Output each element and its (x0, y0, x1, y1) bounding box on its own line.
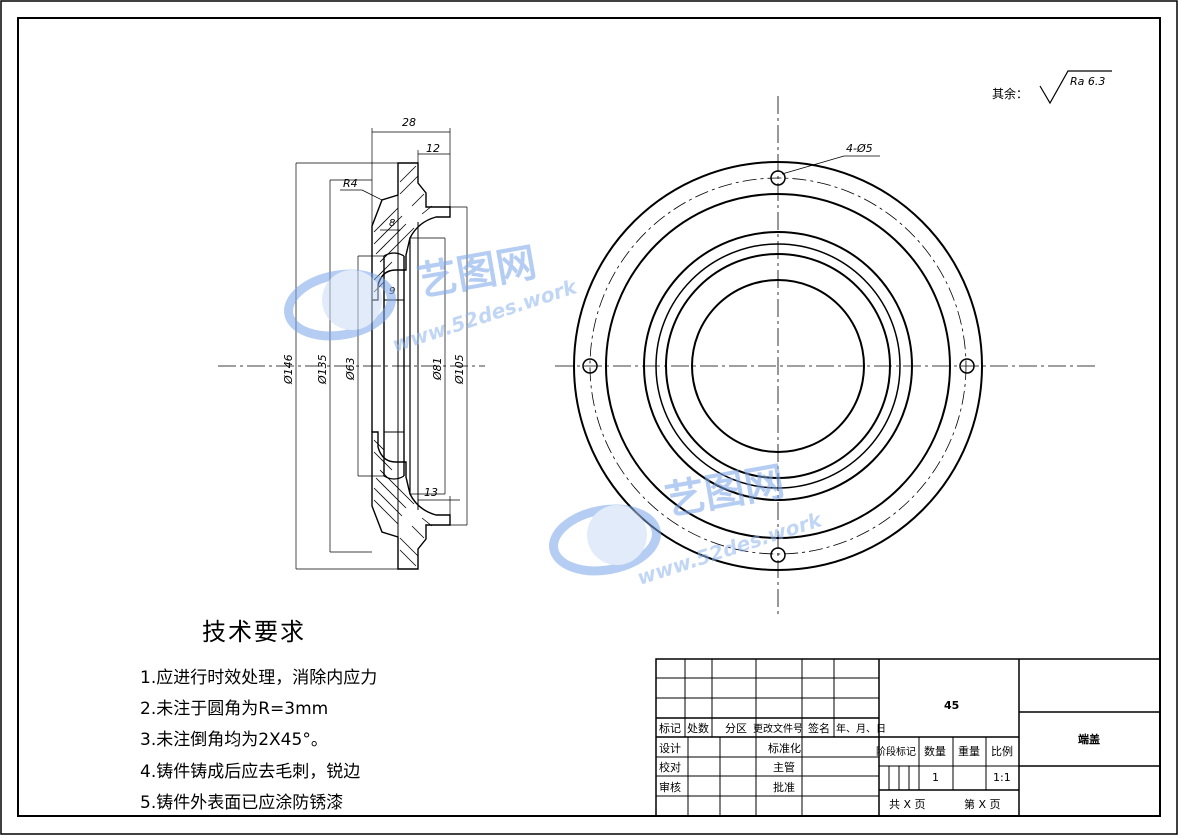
dim-holes: 4-Ø5 (846, 142, 873, 155)
scale: 1:1 (993, 771, 1011, 784)
sheet-no: 第 X 页 (964, 797, 1001, 811)
tech-requirement-1: 1.应进行时效处理，消除内应力 (140, 668, 378, 688)
rev-header-3: 更改文件号 (753, 722, 803, 735)
tech-requirement-3: 3.未注倒角均为2X45°。 (140, 730, 328, 750)
sheets-total: 共 X 页 (889, 798, 926, 811)
dim-12: 12 (426, 142, 440, 155)
role-design: 设计 (659, 742, 681, 755)
role-review: 审核 (659, 780, 681, 794)
bolt-circle (589, 177, 967, 555)
stage-header-3: 比例 (991, 744, 1013, 758)
circle-81 (665, 253, 891, 479)
rev-header-5: 年、月、日 (836, 722, 886, 735)
hole-left (582, 358, 598, 374)
front-view (555, 96, 1098, 615)
roughness-label: 其余： (992, 86, 1028, 101)
role-standard: 标准化 (768, 741, 801, 755)
title-block-text: 标记 处数 分区 更改文件号 签名 年、月、日 设计 校对 审核 标准化 主管 … (659, 699, 1100, 811)
tech-requirement-5: 5.铸件外表面已应涂防锈漆 (140, 793, 344, 813)
dim-dia-63: Ø63 (344, 357, 357, 381)
stage-header-0: 阶段标记 (876, 745, 916, 758)
stage-header-2: 重量 (958, 744, 980, 758)
material: 45 (944, 699, 959, 712)
dim-8: 8 (389, 218, 395, 229)
rev-header-4: 签名 (808, 721, 830, 735)
dim-r4: R4 (343, 177, 358, 190)
roughness-value: Ra 6.3 (1070, 75, 1105, 88)
circle-63 (691, 279, 865, 453)
dim-dia-146: Ø146 (282, 354, 295, 385)
watermark-brand-2: 艺图网 (662, 459, 788, 525)
hole-bottom (770, 547, 786, 563)
circle-105 (643, 231, 913, 501)
part-name: 端盖 (1078, 732, 1100, 746)
outer-circle (573, 161, 983, 571)
role-approve: 批准 (773, 780, 795, 794)
tech-requirement-2: 2.未注于圆角为R=3mm (140, 699, 329, 719)
dim-dia-135: Ø135 (316, 354, 329, 385)
rev-header-2: 分区 (725, 722, 747, 735)
section-view (218, 128, 485, 570)
title-block (655, 658, 1161, 817)
dim-28: 28 (402, 116, 416, 129)
role-check: 校对 (659, 760, 681, 774)
circle-135 (605, 193, 951, 539)
dim-dia-105: Ø105 (453, 354, 466, 385)
watermark-url-2: www.52des.work (634, 507, 826, 590)
tech-requirement-4: 4.铸件铸成后应去毛刺，锐边 (140, 762, 361, 782)
inner-border (17, 17, 1161, 817)
rev-header-1: 处数 (687, 722, 709, 735)
tech-requirements-title: 技术要求 (202, 618, 306, 646)
stage-header-1: 数量 (924, 745, 946, 758)
circle-105-inner (655, 243, 901, 489)
hole-top (770, 170, 786, 186)
hole-right (959, 358, 975, 374)
roughness-symbol: 其余： Ra 6.3 (992, 70, 1112, 105)
dim-13: 13 (424, 486, 438, 499)
watermark-1: 艺图网 www.52des.work (284, 240, 581, 357)
dim-dia-81: Ø81 (431, 357, 444, 381)
quantity: 1 (932, 771, 939, 784)
rev-header-0: 标记 (659, 721, 681, 735)
role-manager: 主管 (773, 760, 795, 774)
